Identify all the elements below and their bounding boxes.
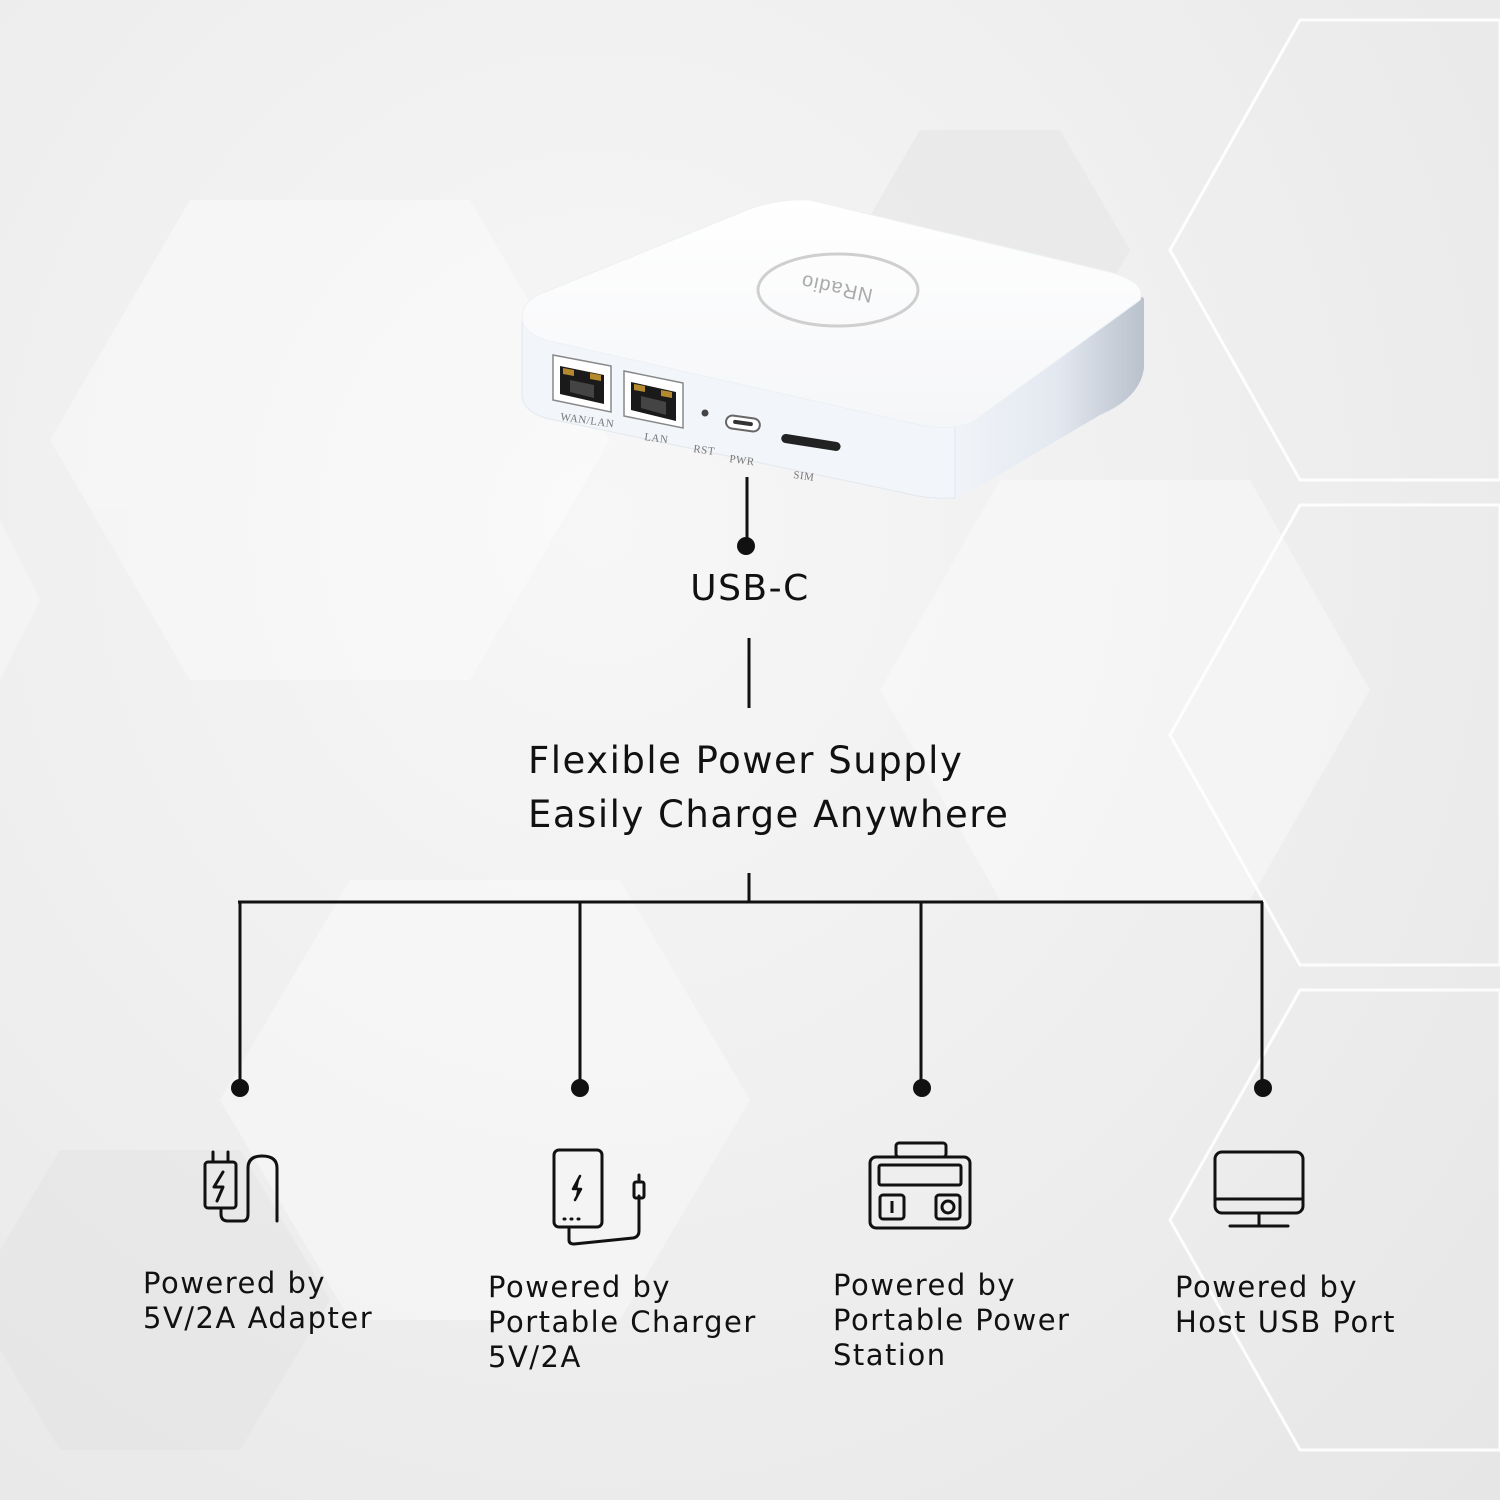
branch-node-3	[913, 1079, 931, 1097]
headline: Flexible Power Supply Easily Charge Anyw…	[528, 734, 1009, 842]
power-station-icon	[868, 1141, 972, 1230]
caption-line: Powered by	[143, 1266, 327, 1300]
branch-node-4	[1254, 1079, 1272, 1097]
router-device: NRadio WAN/LAN LAN RST PWR SIM	[521, 199, 1145, 500]
sim-slot	[781, 434, 841, 451]
option-caption-portable-charger: Powered by Portable Charger 5V/2A	[488, 1270, 757, 1375]
sim-label: SIM	[793, 469, 816, 484]
caption-line: Powered by	[488, 1270, 672, 1304]
wan-lan-port	[552, 354, 612, 413]
pwr-label: PWR	[729, 453, 756, 468]
lan-port	[623, 370, 684, 429]
caption-line: Host USB Port	[1175, 1305, 1396, 1339]
branch-node-2	[571, 1079, 589, 1097]
caption-line: Portable Power	[833, 1303, 1071, 1337]
power-bank-icon	[552, 1148, 646, 1246]
caption-line: 5V/2A	[488, 1340, 582, 1374]
branch-node-1	[231, 1079, 249, 1097]
lan-port-label: LAN	[644, 431, 670, 446]
wall-adapter-icon	[203, 1150, 279, 1223]
monitor-icon	[1213, 1150, 1305, 1228]
headline-line-1: Flexible Power Supply	[528, 739, 964, 782]
usb-c-node	[737, 537, 755, 555]
reset-pinhole	[701, 409, 709, 417]
option-caption-power-station: Powered by Portable Power Station	[833, 1268, 1070, 1373]
option-caption-adapter: Powered by 5V/2A Adapter	[143, 1266, 373, 1336]
headline-line-2: Easily Charge Anywhere	[528, 793, 1010, 836]
caption-line: Powered by	[833, 1268, 1017, 1302]
caption-line: 5V/2A Adapter	[143, 1301, 374, 1335]
option-caption-host-usb: Powered by Host USB Port	[1175, 1270, 1396, 1340]
caption-line: Station	[833, 1338, 947, 1372]
usb-c-label: USB-C	[690, 568, 810, 609]
rst-label: RST	[693, 443, 716, 458]
caption-line: Powered by	[1175, 1270, 1359, 1304]
caption-line: Portable Charger	[488, 1305, 757, 1339]
brand-ring	[756, 252, 920, 328]
